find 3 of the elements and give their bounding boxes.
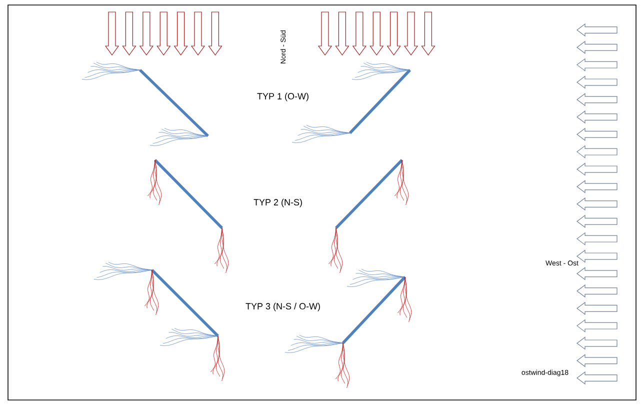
label: TYP 3 (N-S / O-W) [246, 302, 320, 312]
label: TYP 2 (N-S) [254, 198, 302, 208]
label: TYP 1 (O-W) [257, 92, 308, 102]
